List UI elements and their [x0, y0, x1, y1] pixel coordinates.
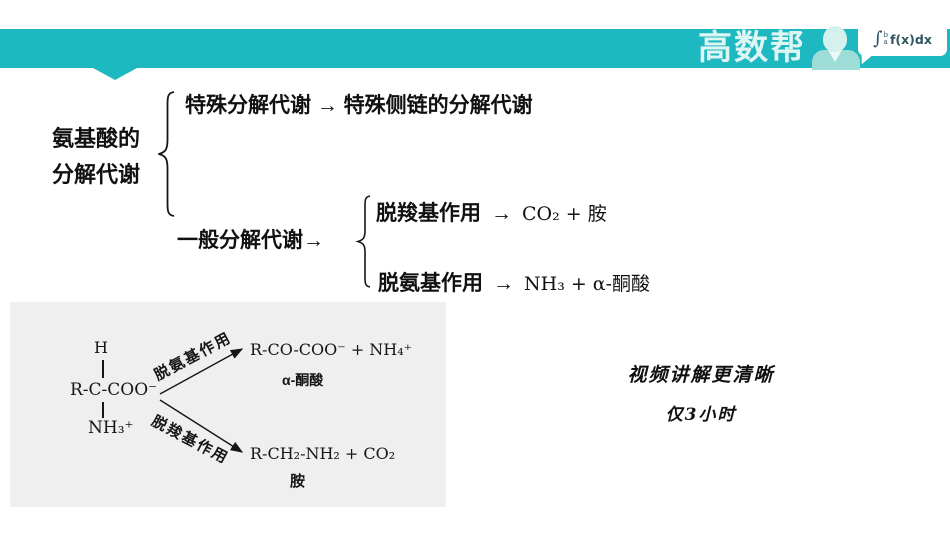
deamination-product-name: α-酮酸: [282, 372, 324, 388]
substrate-backbone: R-C-COO⁻: [70, 380, 158, 400]
integral-formula-card: ∫ b a f(x)dx: [858, 22, 947, 67]
substrate-amino-group: NH₃⁺: [88, 418, 134, 438]
decarboxylation-products: CO₂ + 胺: [522, 203, 607, 225]
deamination-arrow: [159, 348, 244, 395]
substrate-hydrogen: H: [94, 338, 108, 357]
decarboxylation-product-name: 胺: [290, 473, 306, 490]
branch-special-catabolism: 特殊分解代谢 → 特殊侧链的分解代谢: [185, 94, 533, 117]
brand-logo: 高数帮: [698, 29, 806, 67]
integral-sign: ∫: [873, 28, 883, 49]
reaction-scheme-panel: H R-C-COO⁻ NH₃⁺ 脱氨基作用 脱羧基作用 R-CO-COO⁻ + …: [10, 302, 446, 507]
sub-branch-decarboxylation: 脱羧基作用 → CO₂ + 胺: [376, 199, 607, 226]
integral-lower-limit: a: [883, 38, 888, 46]
arrow-right: →: [493, 272, 514, 295]
branch-general-catabolism: 一般分解代谢→: [177, 229, 324, 252]
integral-upper-limit: b: [883, 31, 888, 39]
decarboxylation-arrow: [159, 399, 244, 453]
decarboxylation-product-formula: R-CH₂-NH₂ + CO₂: [250, 444, 396, 463]
arrow-right: →: [491, 202, 512, 225]
integral-limits: b a: [883, 32, 887, 46]
reaction-arrows: [159, 348, 244, 453]
outer-brace: [158, 91, 175, 217]
mascot-collar: [828, 50, 842, 62]
promo-line1: 视频讲解更清晰: [627, 364, 775, 386]
promo-line2: 仅3小时: [665, 405, 737, 425]
sub-branch-deamination: 脱氨基作用 → NH₃ + α-酮酸: [378, 269, 650, 296]
deamination-product-formula: R-CO-COO⁻ + NH₄⁺: [250, 340, 413, 359]
root-title-line2: 分解代谢: [52, 162, 141, 187]
mascot-head: [823, 26, 847, 52]
root-title-line1: 氨基酸的: [52, 126, 141, 151]
header-bar: [0, 29, 950, 68]
decarboxylation-label: 脱羧基作用: [376, 202, 481, 225]
bond-line: [102, 360, 104, 378]
inner-brace: [355, 195, 371, 288]
bond-line: [102, 402, 104, 418]
promo-text: 视频讲解更清晰 仅3小时: [595, 360, 807, 425]
deamination-products: NH₃ + α-酮酸: [524, 273, 651, 295]
deamination-label: 脱氨基作用: [378, 272, 483, 295]
integral-body: f(x)dx: [889, 31, 932, 47]
header-notch-triangle: [93, 68, 137, 80]
mascot-icon: [812, 26, 862, 70]
